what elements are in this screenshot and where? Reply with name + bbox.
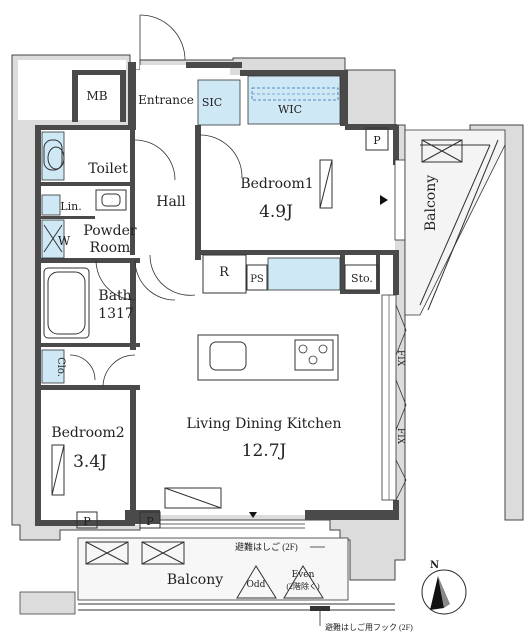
room-label-balcony-side: Balcony — [423, 175, 439, 231]
compass-icon: N — [421, 560, 467, 615]
kitchen-island — [197, 334, 339, 381]
room-label-entrance: Entrance — [138, 93, 194, 107]
bathroom-fixtures — [43, 139, 127, 339]
room-label-lin: Lin. — [60, 200, 81, 213]
room-size-bedroom1: 4.9J — [259, 202, 293, 222]
even-label: Even — [292, 570, 315, 580]
room-size-ldk: 12.7J — [242, 441, 287, 461]
room-label-balcony-main: Balcony — [167, 572, 223, 588]
stove-burners-icon — [298, 344, 328, 365]
doors — [69, 14, 243, 388]
window-label-fix-2: FIX — [395, 428, 405, 445]
sic-closet — [197, 79, 241, 126]
room-label-powder-2: Room — [90, 240, 131, 256]
room-label-wic: WIC — [278, 103, 302, 116]
room-label-mb: MB — [86, 89, 107, 103]
room-label-p2: P — [83, 515, 91, 528]
closet-area — [41, 349, 65, 384]
walls — [35, 62, 399, 526]
linen-area — [41, 194, 61, 216]
room-label-ldk: Living Dining Kitchen — [187, 416, 342, 432]
main-balcony — [19, 487, 395, 615]
room-label-bedroom2: Bedroom2 — [51, 425, 124, 441]
room-label-hall: Hall — [156, 194, 186, 210]
even-note-label: (2階除く) — [286, 581, 320, 591]
window-marker-icon — [249, 512, 257, 518]
unit-interior — [18, 60, 395, 525]
escape-hook-label: 避難はしご用フック (2F) — [325, 622, 413, 632]
room-label-bedroom1: Bedroom1 — [240, 176, 313, 192]
room-label-powder-1: Powder — [83, 223, 137, 239]
room-label-toilet: Toilet — [88, 161, 128, 177]
ps-shelf — [267, 257, 341, 291]
escape-ladder-label: 避難はしご (2F) — [235, 541, 298, 552]
aircon-units — [85, 487, 222, 565]
room-label-closet: Clo. — [55, 357, 66, 377]
room-label-bath: Bath — [98, 288, 131, 304]
room-label-bath-size: 1317 — [98, 306, 134, 322]
room-label-p1: P — [373, 134, 381, 147]
toilet-area — [41, 131, 65, 181]
room-size-bedroom2: 3.4J — [73, 452, 107, 472]
window-label-fix-1: FIX — [395, 350, 405, 367]
room-label-washer: W — [58, 234, 71, 248]
room-label-refrigerator: R — [219, 265, 230, 280]
odd-label: Odd — [247, 580, 266, 590]
compass-north-label: N — [430, 560, 439, 571]
room-label-storage: Sto. — [351, 272, 373, 285]
room-label-p3: P — [146, 515, 154, 528]
room-label-ps: PS — [250, 274, 264, 285]
side-balcony — [404, 129, 506, 316]
window-marker-icon — [380, 195, 388, 205]
windows-right — [381, 159, 407, 501]
room-label-sic: SIC — [202, 96, 222, 109]
